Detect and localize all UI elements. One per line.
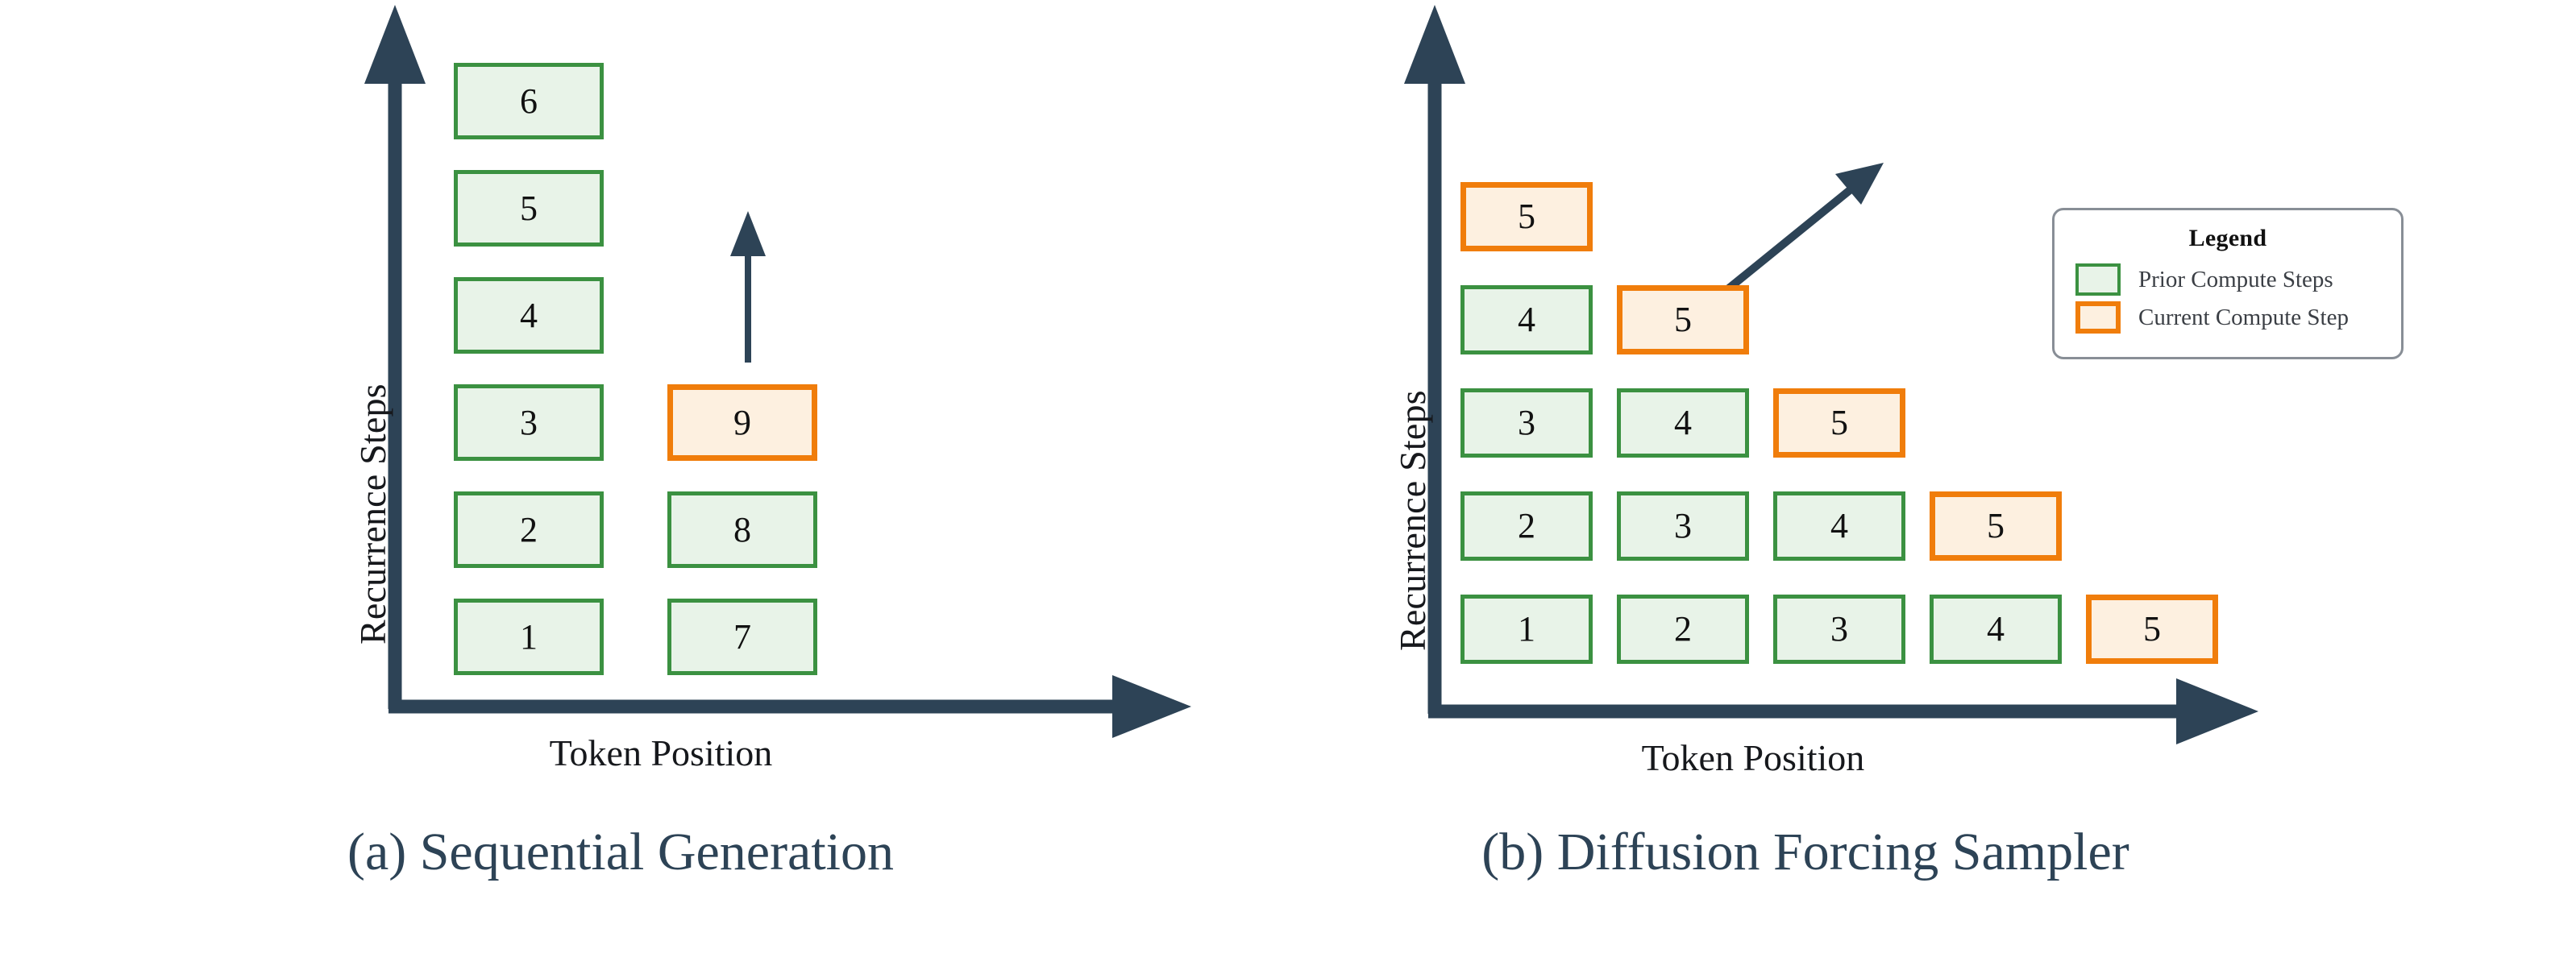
cell-b-c1-r4[interactable]: 4 [1460,285,1593,354]
cell-a-c2-r3-current[interactable]: 9 [667,384,817,461]
panel-b-caption: (b) Diffusion Forcing Sampler [1481,823,2129,881]
cell-b-c3-r2[interactable]: 4 [1773,491,1905,561]
cell-b-c4-r1[interactable]: 4 [1930,595,2062,664]
cell-a-c2-r1[interactable]: 7 [667,599,817,675]
panel-a-x-axis-label: Token Position [549,732,773,773]
x-axis-arrowhead [1112,675,1191,738]
cell-b-c3-r1[interactable]: 3 [1773,595,1905,664]
legend-swatch-prior-icon [2075,263,2121,296]
panel-diffusion-forcing-sampler: Recurrence Steps Token Position 1 2 3 4 … [1241,0,2576,970]
cell-b-c5-r1-current[interactable]: 5 [2086,595,2218,664]
cell-a-c1-r6[interactable]: 6 [454,63,604,139]
cell-a-c1-r2[interactable]: 2 [454,491,604,568]
cell-a-c1-r1[interactable]: 1 [454,599,604,675]
cell-b-c2-r2[interactable]: 3 [1617,491,1749,561]
panel-a-y-axis-label: Recurrence Steps [352,383,393,645]
legend-item-prior[interactable]: Prior Compute Steps [2075,263,2380,296]
cell-b-c1-r5-current[interactable]: 5 [1460,182,1593,251]
cell-b-c1-r1[interactable]: 1 [1460,595,1593,664]
legend-title: Legend [2188,225,2267,251]
x-axis-arrowhead [2176,678,2258,744]
panel-a-caption: (a) Sequential Generation [347,823,895,881]
progress-arrow-head [1835,163,1884,205]
cell-b-c1-r3[interactable]: 3 [1460,388,1593,458]
cell-b-c3-r3-current[interactable]: 5 [1773,388,1905,458]
legend: Legend Prior Compute Steps Current Compu… [2052,208,2404,359]
cell-a-c1-r5[interactable]: 5 [454,170,604,247]
cell-b-c2-r4-current[interactable]: 5 [1617,285,1749,354]
legend-item-current[interactable]: Current Compute Step [2075,301,2380,334]
progress-arrow-head [730,211,766,256]
y-axis-arrowhead [364,5,426,84]
y-axis-arrowhead [1404,5,1465,84]
cell-b-c2-r3[interactable]: 4 [1617,388,1749,458]
legend-label-prior: Prior Compute Steps [2138,266,2333,292]
legend-label-current: Current Compute Step [2138,304,2349,330]
cell-b-c4-r2-current[interactable]: 5 [1930,491,2062,561]
cell-b-c1-r2[interactable]: 2 [1460,491,1593,561]
panel-b-x-axis-label: Token Position [1641,737,1865,778]
panel-a-axes [364,5,1191,738]
cell-a-c1-r3[interactable]: 3 [454,384,604,461]
panel-b-y-axis-label: Recurrence Steps [1392,390,1433,651]
cell-a-c1-r4[interactable]: 4 [454,277,604,354]
cell-b-c2-r1[interactable]: 2 [1617,595,1749,664]
panel-sequential-generation: Recurrence Steps Token Position 1 2 3 4 … [0,0,1241,970]
cell-a-c2-r2[interactable]: 8 [667,491,817,568]
legend-swatch-current-icon [2075,301,2121,334]
